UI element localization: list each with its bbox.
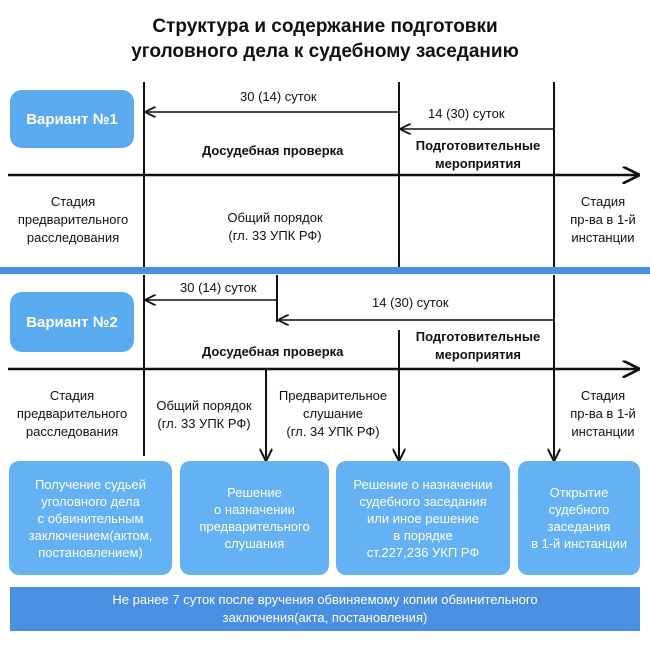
v1-prep-line-2: мероприятия — [434, 156, 522, 171]
box1-line-2: уголовного дела — [41, 493, 140, 509]
v2-preliminary-hearing: Предварительное слушание (гл. 34 УПК РФ) — [268, 387, 398, 441]
box3-line-1: Решение о назначении — [353, 476, 493, 492]
section-separator — [0, 267, 650, 274]
v1-preparatory-measures: Подготовительные мероприятия — [408, 137, 548, 173]
box1-line-1: Получение судьей — [34, 476, 147, 492]
box2-line-1: Решение — [227, 485, 282, 500]
box2-line-2: о назначении — [214, 502, 295, 517]
v2-prelim-2: слушание — [303, 406, 363, 421]
v2-duration-14-30: 14 (30) суток — [372, 295, 449, 310]
box-hearing-opening: Открытие судебного заседания в 1-й инста… — [518, 461, 640, 575]
box3-line-3: или иное решение — [366, 510, 480, 526]
v2-prelim-3: (гл. 34 УПК РФ) — [286, 424, 380, 439]
v2-general-order-1: Общий порядок — [156, 398, 252, 413]
box4-line-4: в 1-й инстанции — [530, 536, 628, 551]
v1-general-order: Общий порядок (гл. 33 УПК РФ) — [200, 209, 350, 245]
box4-line-3: заседания — [547, 519, 611, 534]
diagram-title: Структура и содержание подготовки уголов… — [0, 14, 650, 64]
v1-prep-line-1: Подготовительные — [415, 138, 541, 153]
v1-stage-right-1: Стадия — [580, 194, 626, 209]
footer-line-1: Не ранее 7 суток после вручения обвиняем… — [112, 592, 538, 607]
variant-1-label: Вариант №1 — [10, 90, 134, 148]
v2-stage-left-1: Стадия — [49, 388, 95, 403]
box1-line-4: заключением(актом, — [28, 527, 153, 543]
v1-stage-left-1: Стадия — [50, 194, 96, 209]
v1-general-order-1: Общий порядок — [227, 210, 323, 225]
v2-stage-left-3: расследования — [25, 424, 119, 439]
v1-duration-30-14: 30 (14) суток — [240, 89, 317, 104]
v2-duration-30-14: 30 (14) суток — [180, 280, 257, 295]
v1-stage-first-instance: Стадия пр-ва в 1-й инстанции — [558, 193, 648, 247]
v1-stage-right-2: пр-ва в 1-й — [570, 212, 636, 227]
footer-note: Не ранее 7 суток после вручения обвиняем… — [10, 587, 640, 631]
v1-stage-left-3: расследования — [26, 230, 120, 245]
title-line-2: уголовного дела к судебному заседанию — [131, 41, 519, 62]
v2-prelim-1: Предварительное — [278, 388, 388, 403]
title-line-1: Структура и содержание подготовки — [152, 16, 498, 37]
v2-stage-left-2: предварительного — [16, 406, 128, 421]
v1-stage-left-2: предварительного — [17, 212, 129, 227]
footer-line-2: заключения(акта, постановления) — [222, 610, 428, 625]
v2-stage-right-2: пр-ва в 1-й — [570, 406, 636, 421]
v2-prep-line-1: Подготовительные — [415, 329, 541, 344]
v2-general-order-2: (гл. 33 УПК РФ) — [157, 416, 251, 431]
variant-2-label: Вариант №2 — [10, 292, 134, 352]
box1-line-5: постановлением) — [38, 544, 143, 560]
v1-stage-right-3: инстанции — [571, 230, 635, 245]
box4-line-1: Открытие — [549, 485, 609, 500]
v1-general-order-2: (гл. 33 УПК РФ) — [228, 228, 322, 243]
box-hearing-decision: Решение о назначении судебного заседания… — [336, 461, 510, 575]
box-case-receipt: Получение судьей уголовного дела с обвин… — [9, 461, 172, 575]
v2-stage-right-1: Стадия — [580, 388, 626, 403]
box3-line-4: в порядке — [393, 527, 453, 543]
box2-line-4: слушания — [224, 536, 285, 551]
v2-stage-right-3: инстанции — [571, 424, 635, 439]
box3-line-2: судебного заседания — [359, 493, 487, 509]
v2-pretrial-check: Досудебная проверка — [202, 344, 344, 359]
v2-prep-line-2: мероприятия — [434, 347, 522, 362]
v2-preparatory-measures: Подготовительные мероприятия — [408, 328, 548, 364]
v2-general-order: Общий порядок (гл. 33 УПК РФ) — [144, 397, 264, 433]
box3-line-5: ст.227,236 УКП РФ — [366, 544, 480, 560]
box1-line-3: с обвинительным — [37, 510, 144, 526]
v1-pretrial-check: Досудебная проверка — [202, 143, 344, 158]
v1-duration-14-30: 14 (30) суток — [428, 106, 505, 121]
box4-line-2: судебного — [548, 502, 610, 517]
v2-stage-investigation: Стадия предварительного расследования — [3, 387, 141, 441]
box-prelim-decision: Решение о назначении предварительного сл… — [180, 461, 329, 575]
v1-stage-investigation: Стадия предварительного расследования — [5, 193, 141, 247]
box2-line-3: предварительного — [199, 519, 310, 534]
v2-stage-first-instance: Стадия пр-ва в 1-й инстанции — [558, 387, 648, 441]
